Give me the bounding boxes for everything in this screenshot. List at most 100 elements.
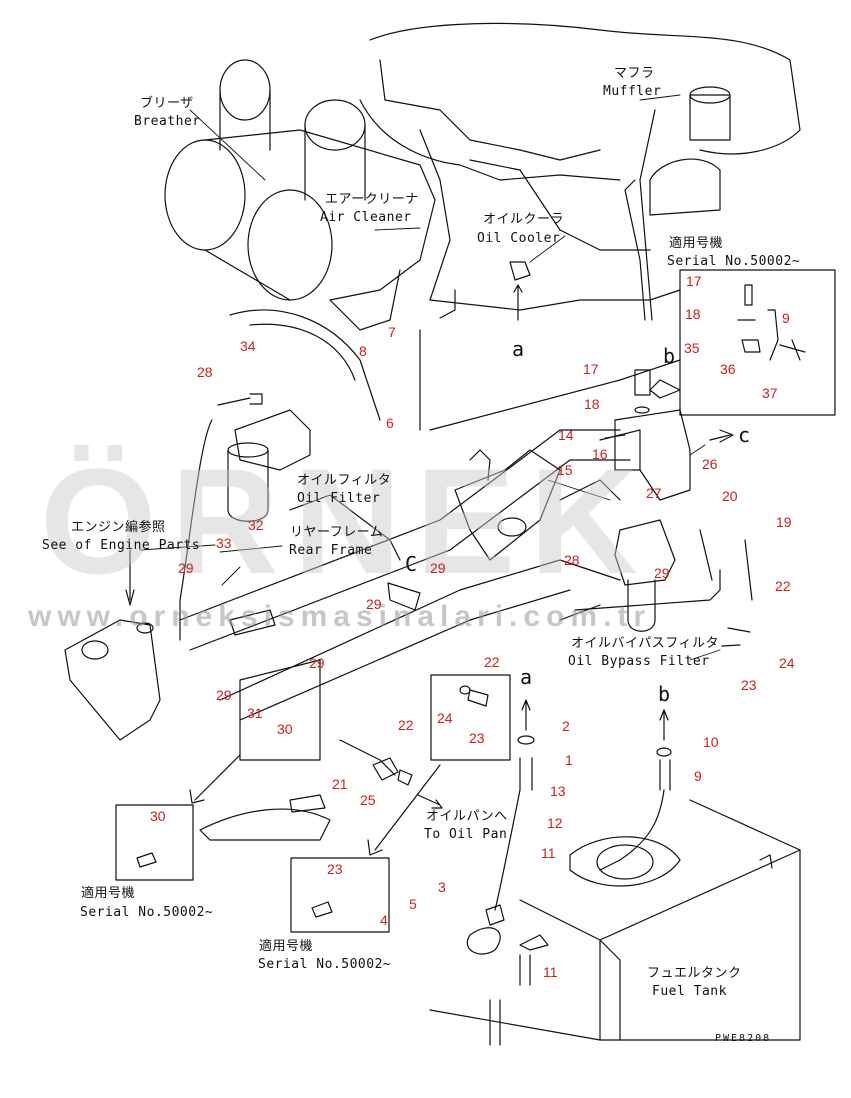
view-c-mid: C — [405, 552, 418, 576]
part-number: 18 — [584, 396, 600, 412]
part-number: 5 — [409, 896, 417, 912]
engine-parts-label-jp: エンジン編参照 — [71, 520, 166, 535]
part-number: 28 — [197, 364, 213, 380]
part-number: 27 — [646, 485, 662, 501]
part-number: 18 — [685, 306, 701, 322]
view-a-top: a — [512, 337, 525, 361]
oil-pan-label-en: To Oil Pan — [424, 827, 508, 842]
watermark-url: www.orneksismasinalari.com.tr — [28, 600, 652, 633]
breather-label-jp: ブリーザ — [140, 96, 194, 111]
view-c-top: c — [738, 423, 751, 447]
engine-outline — [359, 22, 801, 431]
muffler-label-en: Muffler — [603, 84, 662, 99]
part-number: 3 — [438, 879, 446, 895]
part-number: 22 — [398, 717, 414, 733]
part-number: 17 — [686, 273, 702, 289]
part-number: 29 — [309, 655, 325, 671]
part-number: 24 — [437, 710, 453, 726]
part-number: 30 — [277, 721, 293, 737]
drawing-code: PWE8208 — [715, 1033, 772, 1044]
serial-mid-label-en: Serial No.50002~ — [258, 957, 392, 972]
part-number: 33 — [216, 535, 232, 551]
part-number: 23 — [469, 730, 485, 746]
fuel-tank-label-jp: フュエルタンク — [647, 966, 742, 981]
part-number: 11 — [541, 845, 556, 861]
part-number: 25 — [360, 792, 376, 808]
part-number: 29 — [430, 560, 446, 576]
view-b-top: b — [663, 344, 676, 368]
inset-box-top-right — [649, 269, 836, 416]
air-cleaner-drawing — [164, 59, 436, 421]
part-number: 14 — [558, 427, 574, 443]
bypass-filter-label-en: Oil Bypass Filter — [568, 654, 710, 669]
part-number: 8 — [359, 343, 367, 359]
oil-cooler-fitting — [509, 261, 531, 321]
rear-frame-drawing — [179, 429, 631, 721]
part-number: 23 — [327, 861, 343, 877]
serial-left-label-en: Serial No.50002~ — [80, 905, 214, 920]
part-number: 29 — [654, 565, 670, 581]
oil-pipes-drawing — [466, 699, 672, 1046]
fuel-tank-label-en: Fuel Tank — [652, 984, 727, 999]
serial-mid-label-jp: 適用号機 — [259, 939, 314, 954]
oil-filter-label-en: Oil Filter — [297, 491, 381, 506]
serial-top-label-jp: 適用号機 — [669, 236, 724, 251]
part-number: 37 — [762, 385, 778, 401]
fuel-tank-drawing — [429, 799, 801, 1041]
part-number: 29 — [216, 687, 232, 703]
muffler-label-jp: マフラ — [614, 66, 655, 81]
rear-frame-label-en: Rear Frame — [289, 543, 373, 558]
serial-top-label-en: Serial No.50002~ — [667, 254, 801, 269]
part-number: 30 — [150, 808, 166, 824]
part-number: 10 — [703, 734, 719, 750]
view-a-bottom: a — [520, 665, 533, 689]
part-number: 26 — [702, 456, 718, 472]
part-number: 15 — [557, 462, 573, 478]
leader-lines — [139, 94, 721, 661]
part-number: 29 — [366, 596, 382, 612]
part-number: 34 — [240, 338, 256, 354]
view-arrows — [189, 429, 734, 856]
part-number: 29 — [178, 560, 194, 576]
serial-left-label-jp: 適用号機 — [81, 886, 136, 901]
air-cleaner-label-jp: エアークリーナ — [325, 192, 419, 207]
part-number: 13 — [550, 783, 566, 799]
muffler-drawing — [624, 86, 731, 321]
part-number: 21 — [332, 776, 348, 792]
inset-boxes — [115, 674, 511, 933]
part-number: 28 — [564, 552, 580, 568]
lower-frame-drawing — [199, 659, 443, 841]
oil-filter-drawing — [179, 393, 311, 641]
part-number: 35 — [684, 340, 700, 356]
bypass-filter-label-jp: オイルバイパスフィルタ — [571, 636, 719, 651]
breather-label-en: Breather — [134, 114, 201, 129]
part-number: 23 — [741, 677, 757, 693]
part-number: 17 — [583, 361, 599, 377]
oil-cooler-label-jp: オイルクーラ — [483, 212, 565, 227]
part-number: 9 — [694, 768, 702, 784]
part-number: 12 — [547, 815, 563, 831]
rear-frame-label-jp: リヤーフレーム — [290, 525, 384, 540]
oil-cooler-label-en: Oil Cooler — [477, 231, 561, 246]
engine-mount-drawing — [64, 549, 161, 741]
part-number: 11 — [543, 964, 558, 980]
part-number: 7 — [388, 324, 396, 340]
engine-parts-label-en: See of Engine Parts — [42, 538, 201, 553]
part-number: 19 — [776, 514, 792, 530]
oil-pan-label-jp: オイルパンへ — [426, 809, 508, 824]
watermark-brand: ÖRNEK — [40, 437, 652, 605]
part-number: 31 — [247, 705, 263, 721]
air-cleaner-label-en: Air Cleaner — [320, 210, 412, 225]
part-number: 24 — [779, 655, 795, 671]
part-number: 1 — [565, 752, 573, 768]
part-number: 16 — [592, 446, 608, 462]
part-number: 6 — [386, 415, 394, 431]
part-number: 4 — [380, 912, 388, 928]
part-number: 2 — [562, 718, 570, 734]
part-number: 9 — [782, 310, 790, 326]
bypass-filter-drawing — [559, 519, 753, 647]
part-number: 22 — [484, 654, 500, 670]
part-number: 32 — [248, 517, 264, 533]
part-number: 36 — [720, 361, 736, 377]
